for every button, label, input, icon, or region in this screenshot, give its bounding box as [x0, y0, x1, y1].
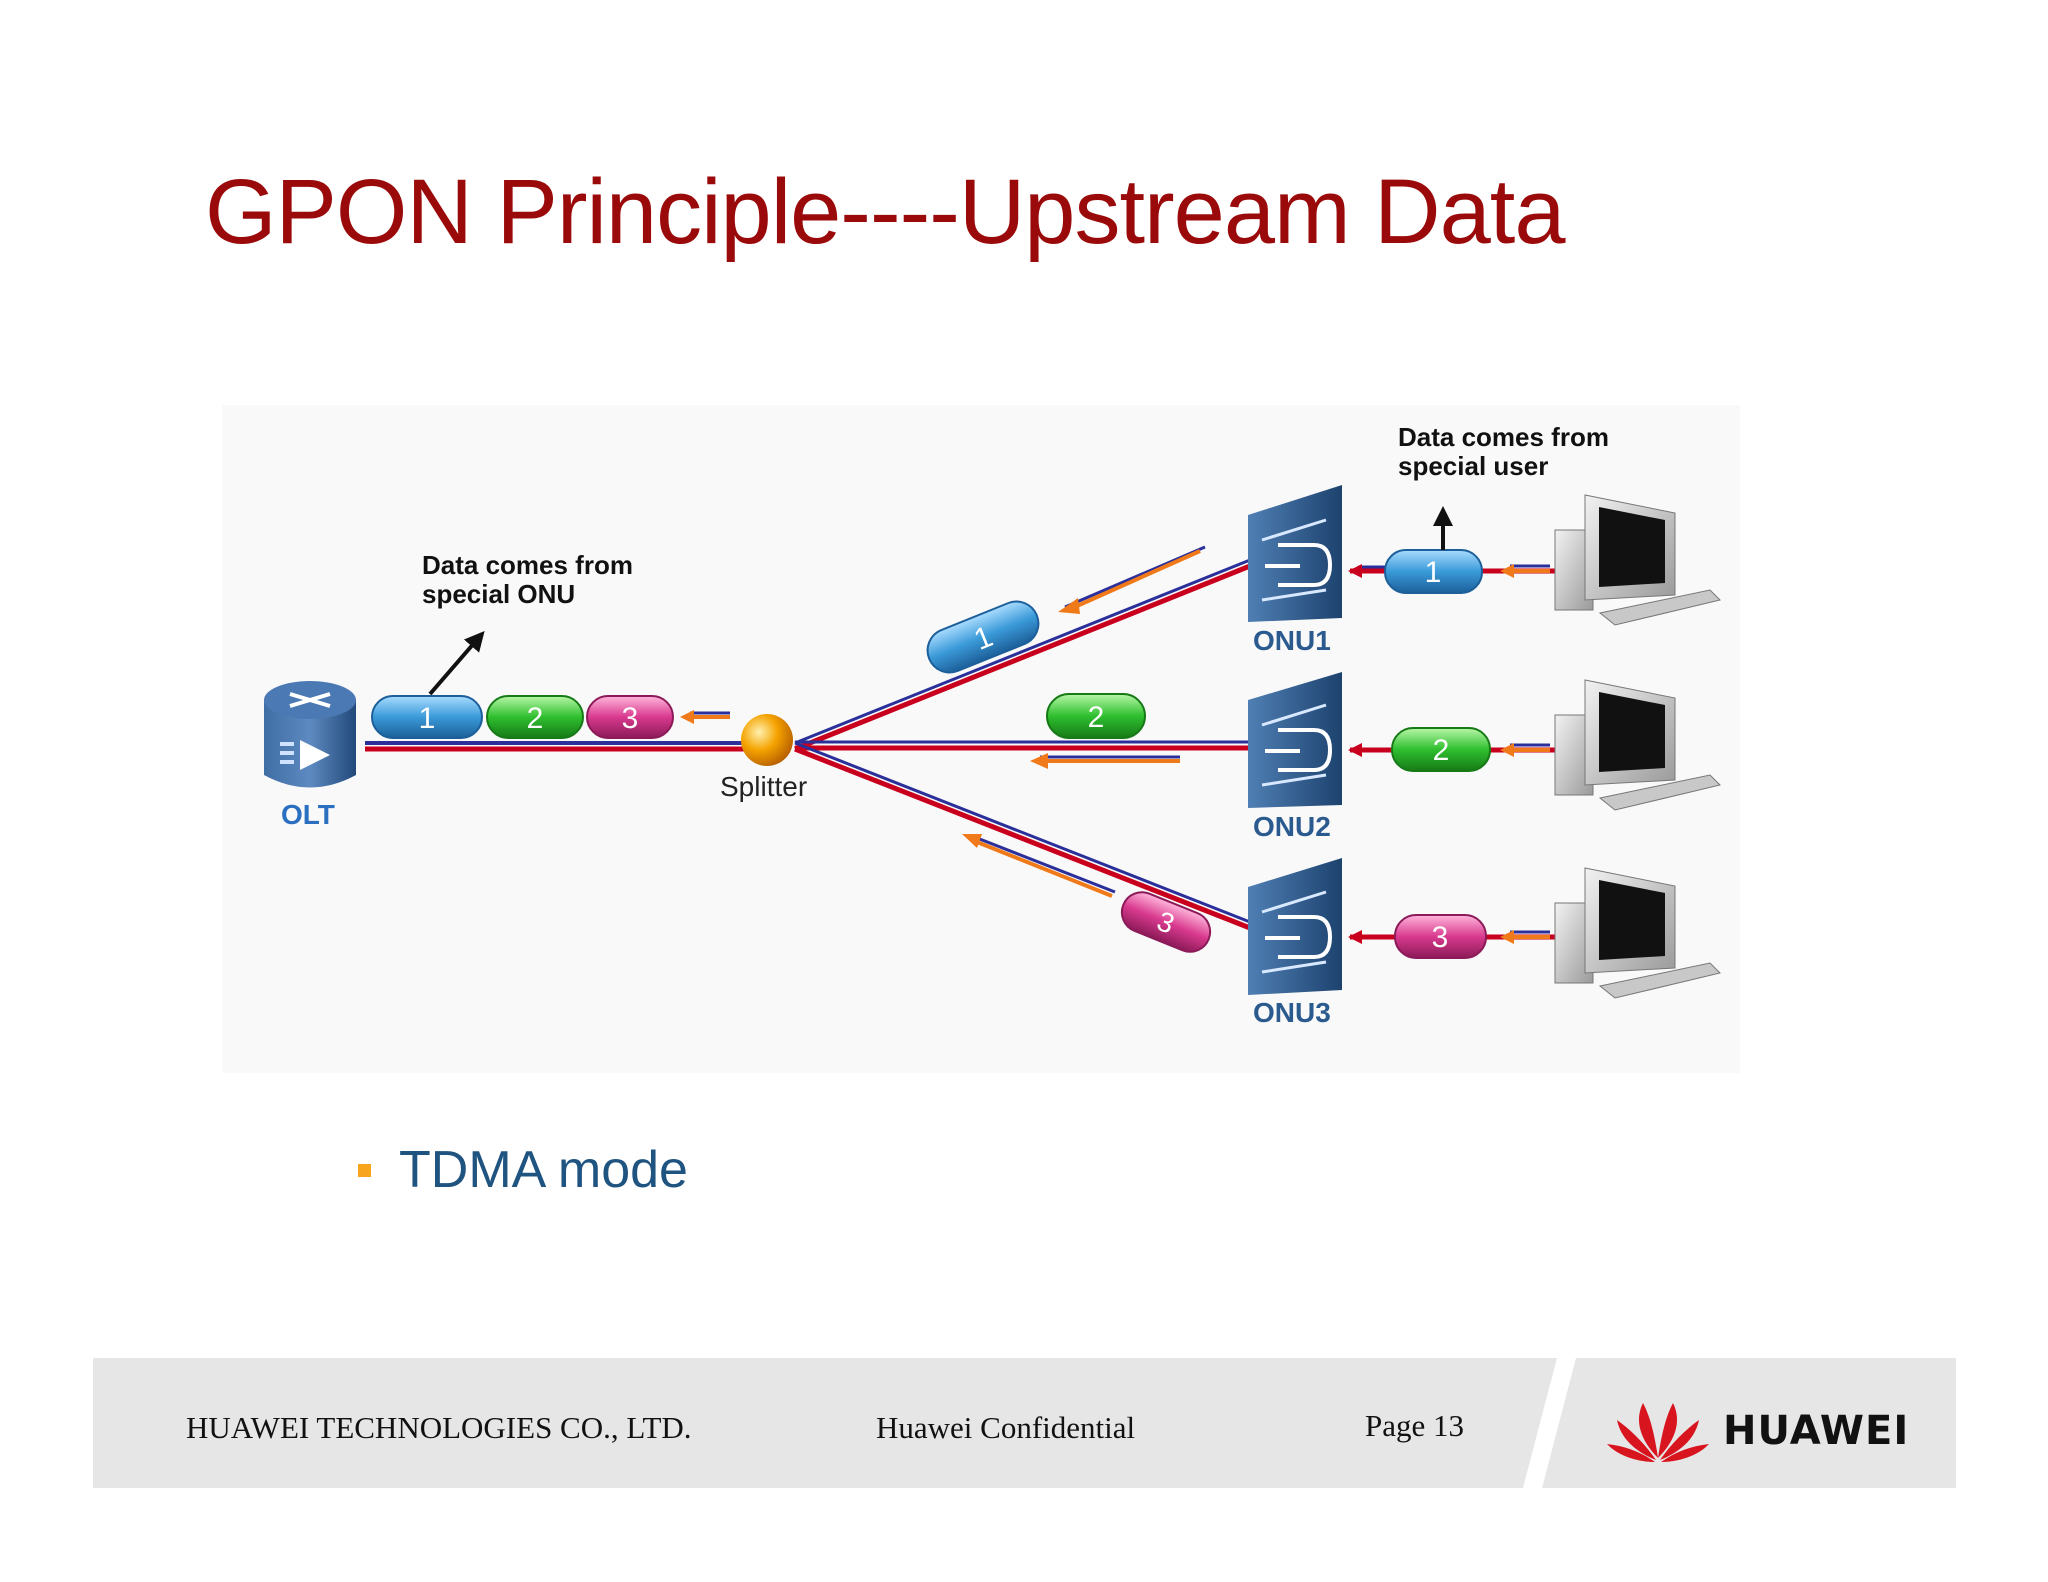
upstream-arrows: [680, 545, 1550, 944]
user-packets: 1 2 3: [1384, 549, 1491, 959]
user-pcs: [1554, 494, 1721, 999]
footer-company: HUAWEI TECHNOLOGIES CO., LTD.: [186, 1410, 692, 1445]
footer-confidential: Huawei Confidential: [876, 1410, 1136, 1445]
olt-packets: 1 2 3: [371, 695, 674, 739]
onu-1: ONU1: [1248, 485, 1342, 656]
packet-user-3: 3: [1394, 914, 1487, 959]
svg-text:3: 3: [1432, 921, 1449, 954]
bullet-tdma: TDMA mode: [358, 1140, 688, 1200]
arrow-lower: [962, 834, 1116, 898]
footer-bar: HUAWEI TECHNOLOGIES CO., LTD. Huawei Con…: [93, 1358, 1956, 1488]
splitter: Splitter: [720, 714, 807, 802]
packet-line-2: 2: [1046, 693, 1146, 739]
arrow-onu1: [1348, 564, 1385, 578]
onu-1-label: ONU1: [1253, 625, 1331, 656]
svg-text:2: 2: [1088, 701, 1105, 734]
svg-text:1: 1: [419, 702, 436, 735]
arrow-pc2: [1500, 743, 1550, 757]
slide-title: GPON Principle----Upstream Data: [205, 161, 1566, 263]
pc-2-icon: [1554, 679, 1721, 811]
svg-text:special user: special user: [1398, 451, 1548, 481]
arrow-middle: [1030, 753, 1180, 769]
svg-text:3: 3: [622, 702, 639, 735]
packet-user-2: 2: [1391, 727, 1491, 772]
packet-olt-2: 2: [486, 695, 584, 739]
onu-2: ONU2: [1248, 672, 1342, 842]
svg-text:Data comes from: Data comes from: [1398, 422, 1609, 452]
svg-text:special ONU: special ONU: [422, 579, 575, 609]
olt-device: OLT: [264, 681, 356, 830]
arrow-onu3: [1348, 930, 1362, 944]
arrow-pc3: [1500, 930, 1550, 944]
annotation-onu: Data comes from special ONU: [422, 550, 633, 696]
arrow-upper: [1058, 545, 1206, 614]
packet-olt-3: 3: [586, 695, 674, 739]
onu-2-label: ONU2: [1253, 811, 1331, 842]
footer-background: [93, 1358, 1956, 1488]
svg-text:1: 1: [1425, 556, 1442, 589]
pc-1-icon: [1554, 494, 1721, 626]
arrow-pc1: [1500, 564, 1550, 578]
onu-devices: ONU1 ONU2 ONU3: [1248, 485, 1342, 1028]
huawei-logo-text: HUAWEI: [1723, 1408, 1910, 1454]
bullet-text: TDMA mode: [399, 1141, 688, 1199]
packet-olt-1: 1: [371, 695, 483, 739]
bullet-marker: [358, 1163, 371, 1177]
packet-user-1: 1: [1384, 549, 1483, 594]
onu-3-label: ONU3: [1253, 997, 1331, 1028]
line-packets: 1 2 3: [926, 600, 1212, 953]
annotation-user: Data comes from special user: [1398, 422, 1609, 550]
huawei-logo-icon: [1607, 1403, 1709, 1462]
footer-page-number: Page 13: [1365, 1408, 1465, 1443]
packet-line-3: 3: [1120, 891, 1212, 953]
svg-text:Data comes from: Data comes from: [422, 550, 633, 580]
svg-text:2: 2: [1433, 734, 1450, 767]
svg-text:2: 2: [527, 702, 544, 735]
pc-3-icon: [1554, 867, 1721, 999]
arrow-onu2: [1348, 743, 1362, 757]
arrow-olt: [680, 710, 730, 724]
splitter-label: Splitter: [720, 771, 807, 802]
onu-3: ONU3: [1248, 858, 1342, 1028]
packet-line-1: 1: [926, 600, 1040, 674]
olt-label: OLT: [281, 799, 335, 830]
